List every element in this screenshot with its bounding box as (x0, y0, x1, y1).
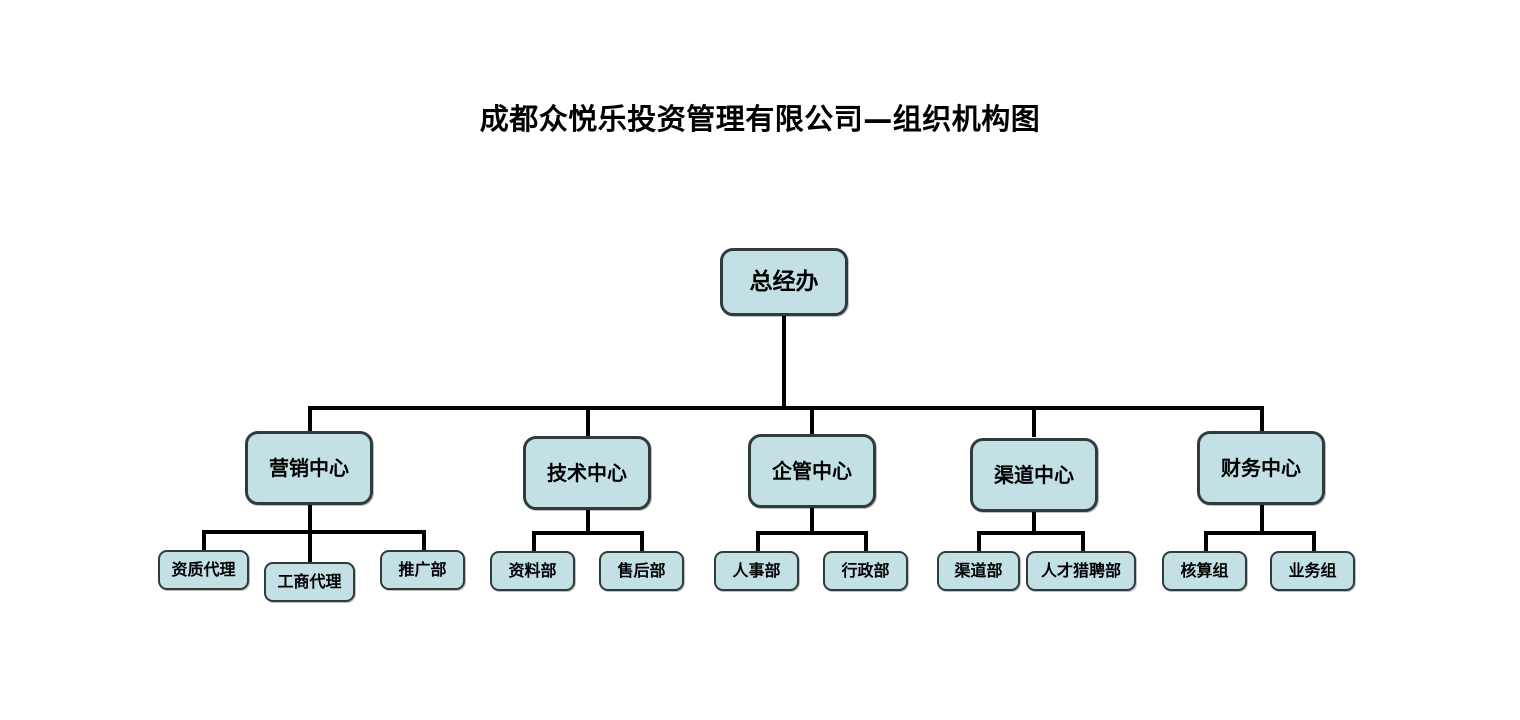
org-node-enterprise-center-label: 企管中心 (772, 459, 852, 483)
org-node-administration-dept[interactable]: 行政部 (823, 551, 908, 591)
org-node-marketing-center-label: 营销中心 (269, 456, 349, 480)
connector-drop-yewu (1312, 531, 1316, 552)
connector-drop-xingzheng (864, 531, 868, 552)
connector-drop-hesuan (1204, 531, 1208, 552)
org-node-promotion-dept[interactable]: 推广部 (380, 550, 465, 590)
connector-drop-shouhou (640, 531, 644, 552)
org-node-enterprise-center[interactable]: 企管中心 (748, 434, 876, 508)
org-node-promotion-dept-label: 推广部 (398, 560, 447, 579)
connector-stem-technology (586, 510, 590, 534)
org-node-aftersales-dept[interactable]: 售后部 (599, 551, 684, 591)
connector-division-bus (308, 406, 1262, 410)
org-node-qualification-agency-label: 资质代理 (171, 560, 236, 579)
connector-drop-finance (1260, 406, 1264, 433)
org-node-accounting-group-label: 核算组 (1180, 561, 1229, 580)
org-node-marketing-center[interactable]: 营销中心 (245, 431, 373, 505)
connector-bus-marketing (202, 530, 426, 534)
org-node-root-label: 总经办 (749, 268, 819, 295)
org-node-hr-dept-label: 人事部 (732, 561, 781, 580)
org-node-aftersales-dept-label: 售后部 (617, 561, 666, 580)
org-node-talent-recruitment-dept[interactable]: 人才猎聘部 (1026, 551, 1136, 591)
org-node-finance-center-label: 财务中心 (1221, 456, 1301, 480)
connector-drop-channel (1032, 406, 1036, 437)
connector-drop-renshi (756, 531, 760, 552)
org-node-technology-center[interactable]: 技术中心 (523, 436, 651, 510)
connector-drop-technology (586, 406, 590, 437)
org-node-channel-center-label: 渠道中心 (994, 463, 1074, 487)
connector-bus-enterprise (756, 531, 868, 535)
org-node-qualification-agency[interactable]: 资质代理 (158, 550, 249, 590)
org-node-technology-center-label: 技术中心 (547, 461, 627, 485)
connector-bus-technology (532, 531, 644, 535)
connector-stem-finance (1260, 505, 1264, 533)
connector-drop-tuiguang (422, 530, 426, 552)
org-node-business-registration-agency[interactable]: 工商代理 (264, 562, 355, 602)
org-node-documentation-dept-label: 资料部 (508, 561, 557, 580)
connector-bus-channel (977, 531, 1085, 535)
connector-drop-qudaobu (977, 531, 981, 552)
connector-drop-liepin (1081, 531, 1085, 552)
org-node-root[interactable]: 总经办 (720, 248, 848, 316)
connector-root-stem (782, 315, 786, 410)
org-node-talent-recruitment-dept-label: 人才猎聘部 (1040, 561, 1121, 580)
org-node-channel-dept[interactable]: 渠道部 (937, 551, 1020, 591)
connector-bus-finance (1204, 531, 1316, 535)
org-node-documentation-dept[interactable]: 资料部 (490, 551, 575, 591)
org-node-channel-center[interactable]: 渠道中心 (970, 438, 1098, 512)
org-node-business-group-label: 业务组 (1288, 561, 1337, 580)
connector-drop-enterprise (810, 406, 814, 435)
connector-drop-marketing (308, 406, 312, 433)
org-node-business-group[interactable]: 业务组 (1270, 551, 1355, 591)
page-title: 成都众悦乐投资管理有限公司—组织机构图 (479, 102, 1041, 136)
org-node-hr-dept[interactable]: 人事部 (714, 551, 799, 591)
org-node-administration-dept-label: 行政部 (841, 561, 890, 580)
connector-drop-zizhi (202, 530, 206, 552)
connector-stem-enterprise (810, 508, 814, 533)
org-node-channel-dept-label: 渠道部 (954, 561, 1003, 580)
org-node-finance-center[interactable]: 财务中心 (1197, 431, 1325, 505)
connector-drop-ziliao (532, 531, 536, 552)
org-node-accounting-group[interactable]: 核算组 (1162, 551, 1247, 591)
org-node-business-registration-agency-label: 工商代理 (277, 572, 342, 591)
connector-stem-channel (1032, 512, 1036, 534)
